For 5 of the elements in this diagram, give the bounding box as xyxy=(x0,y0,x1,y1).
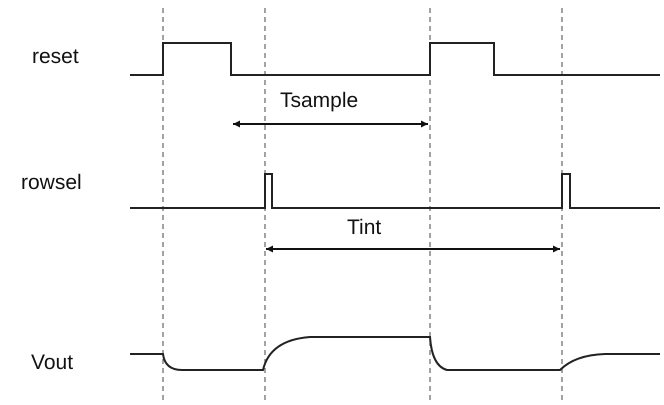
signal-name: Vout xyxy=(31,352,74,373)
signal-name: rowsel xyxy=(21,172,82,193)
signal-name: reset xyxy=(32,46,79,67)
dimension-label: Tint xyxy=(347,217,382,238)
dimension-label: Tsample xyxy=(280,90,358,111)
